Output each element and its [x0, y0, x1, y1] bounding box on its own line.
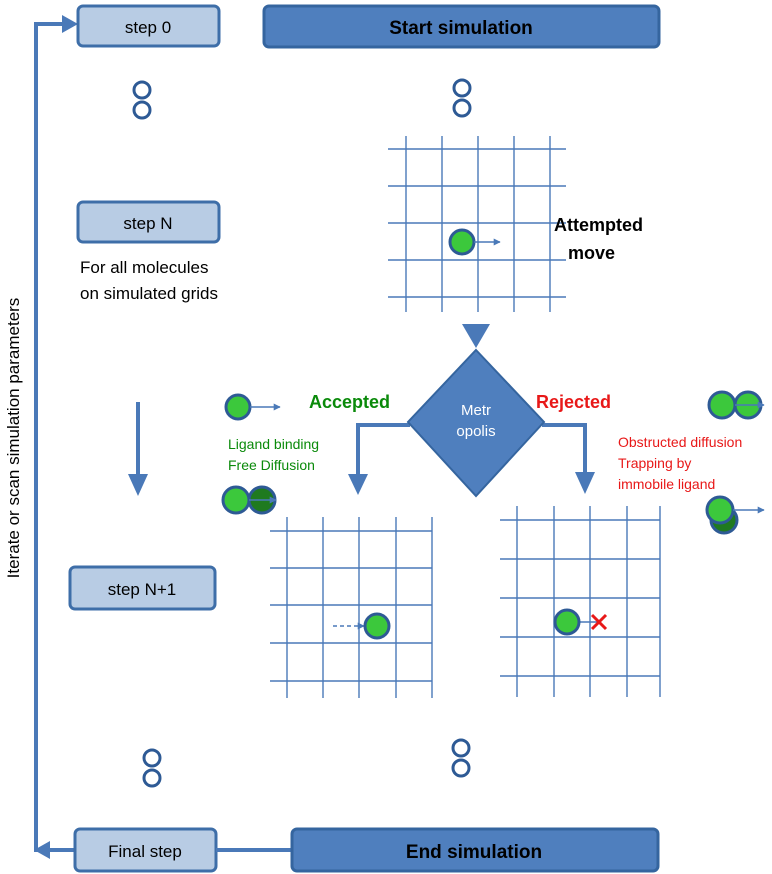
attempted-label-line-1: Attempted: [554, 215, 643, 235]
attempted-label-line-2: move: [568, 243, 615, 263]
binding-molecule-a-icon: [221, 485, 251, 515]
accepted-line-1: Ligand binding: [228, 436, 319, 452]
final-step-label: Final step: [108, 842, 182, 861]
rejected-line-2: Trapping by: [618, 455, 691, 471]
attempted-molecule: [448, 228, 476, 256]
iterate-loop-arrow: [34, 15, 78, 859]
into-metropolis-arrow: [462, 324, 490, 348]
free-molecule-icon: [224, 393, 252, 421]
step-n1-box: step N+1: [68, 565, 217, 611]
accepted-title: Accepted: [309, 392, 390, 412]
rejected-line-3: immobile ligand: [618, 476, 715, 492]
trapping-molecule-front-icon: [705, 495, 735, 525]
step-down-arrow: [128, 402, 148, 496]
final-step-box: Final step: [73, 827, 218, 873]
start-simulation-label: Start simulation: [389, 18, 533, 39]
step-n-note-line-2: on simulated grids: [80, 284, 218, 303]
accepted-line-2: Free Diffusion: [228, 457, 315, 473]
rejected-molecule: [553, 608, 581, 636]
continuation-dots-center-bottom: [451, 738, 471, 778]
rejected-branch-arrow: [542, 423, 595, 494]
step-n-box: step N: [76, 200, 221, 244]
accepted-grid: [270, 517, 433, 698]
accepted-molecule: [363, 612, 391, 640]
metropolis-label-line-1: Metr: [461, 402, 491, 419]
step-n-label: step N: [123, 214, 172, 233]
obstructed-molecule-a-icon: [707, 390, 737, 420]
rejected-title: Rejected: [536, 392, 611, 412]
metropolis-label-line-2: opolis: [456, 423, 495, 440]
start-simulation-bar: Start simulation: [262, 4, 661, 49]
step-0-label: step 0: [125, 18, 171, 37]
accepted-branch-arrow: [348, 423, 410, 495]
step-n-note-line-1: For all molecules: [80, 258, 209, 277]
rejected-grid: [500, 506, 661, 697]
iterate-label: Iterate or scan simulation parameters: [4, 298, 23, 579]
attempted-move-grid: [388, 136, 566, 312]
end-simulation-label: End simulation: [406, 842, 542, 863]
continuation-dots-center-top: [452, 78, 472, 118]
x-mark-icon: [590, 613, 608, 631]
metropolis-decision: Metr opolis: [406, 348, 546, 498]
continuation-dots-left-top: [132, 80, 152, 120]
step-0-box: step 0: [76, 4, 221, 48]
rejected-line-1: Obstructed diffusion: [618, 434, 742, 450]
step-n1-label: step N+1: [108, 580, 177, 599]
end-simulation-bar: End simulation: [290, 827, 660, 873]
continuation-dots-left-bottom: [142, 748, 162, 788]
